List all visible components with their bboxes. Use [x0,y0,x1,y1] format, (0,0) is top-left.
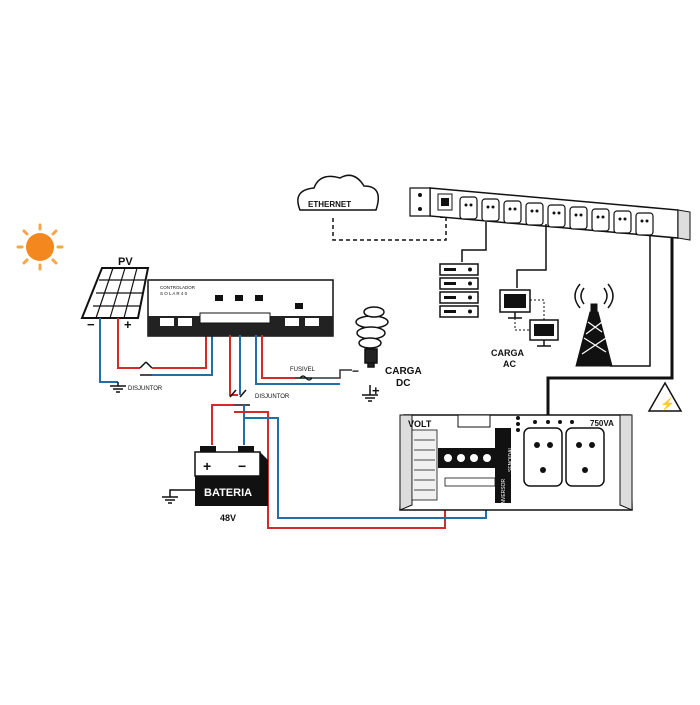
carga-dc-label-2: DC [396,378,410,389]
rack-to-monitor-line [516,224,547,288]
ac-power-line [546,222,674,415]
server-icon [439,263,479,318]
solar-panel-icon [80,267,150,319]
pv-label: PV [118,256,133,268]
ethernet-cable [332,216,447,241]
sun-icon [16,223,64,271]
monitor-link-line [514,318,530,331]
inverter-side-label-1: INVERSOR [501,478,507,505]
rack-to-tower-line [610,236,651,367]
battery-icon [194,446,268,506]
carga-dc-label-1: CARGA [385,366,422,377]
fuse-icon [295,375,313,381]
bateria-label: BATERIA [204,487,252,499]
monitor-link-line-2 [530,299,545,320]
controller-label-1: CONTROLADOR [160,285,196,290]
inverter-power-label: 750VA [590,419,614,428]
pv-minus-label: − [87,317,95,332]
disjuntor-pv-icon [139,361,153,376]
battery-plus-label: + [203,458,211,474]
lightbulb-icon [355,306,389,368]
disjuntor-bat-label: DISJUNTOR [255,394,290,400]
charge-controller [147,279,334,337]
pv-plus-label: + [124,317,132,332]
battery-positive-wire [211,404,234,445]
fusivel-label: FUSIVEL [290,367,316,373]
inverter-brand-label: VOLT [408,419,432,429]
rack-to-server-line [461,222,487,262]
carga-ac-label-1: CARGA [491,348,524,358]
warning-symbol: ⚡ [660,397,675,411]
inverter-device [399,414,633,511]
dc-load-negative-wire [255,335,340,385]
dc-plus-label: + [372,383,380,398]
antenna-tower-icon [574,283,614,367]
battery-minus-label: − [238,458,246,474]
battery-positive-from-controller [229,335,238,396]
pv-negative-wire [99,318,118,383]
dc-load-positive-wire [261,335,295,379]
ethernet-label: ETHERNET [308,200,351,209]
ground-icon [162,496,178,504]
warning-icon: ⚡ [647,381,683,412]
ground-icon [362,385,378,402]
dc-load-feed-wire [312,369,352,379]
pv-negative-to-controller [152,335,213,376]
carga-ac-label-2: AC [503,359,516,369]
monitor-icon [499,289,559,347]
dc-minus-label: − [352,364,359,378]
cloud-icon [297,174,379,211]
controller-label-2: S O L A R 4 0 [160,291,188,296]
pv-positive-wire [117,318,140,369]
battery-ground-wire [169,489,195,497]
pdu-outlets [459,196,654,236]
disjuntor-pv-label: DISJUNTOR [128,386,163,392]
pv-positive-to-controller [152,335,207,369]
inverter-side-label-2: SENOIDAL [508,446,514,472]
battery-voltage-label: 48V [220,513,236,523]
ground-icon [110,382,126,393]
